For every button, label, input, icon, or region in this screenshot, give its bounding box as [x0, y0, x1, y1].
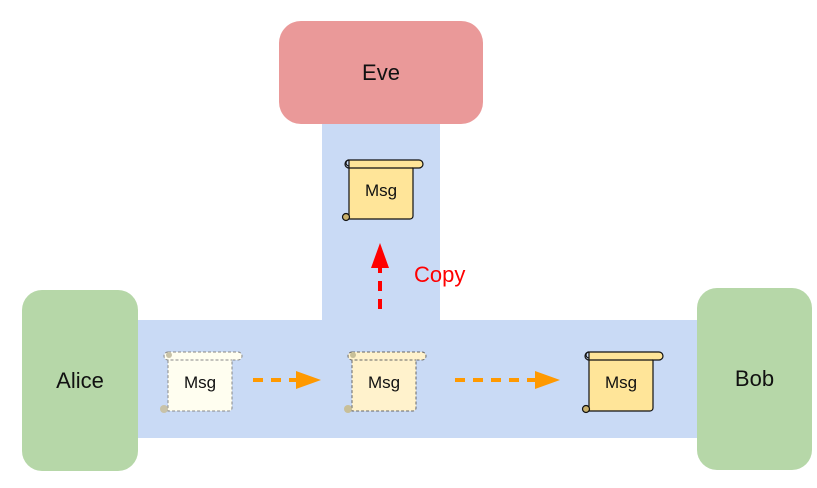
copy-arrow [371, 243, 389, 309]
eve-channel [322, 118, 440, 328]
message-scroll-transit [344, 351, 427, 413]
eve-label: Eve [362, 59, 400, 85]
message-label-bob: Msg [604, 373, 638, 392]
message-scroll-alice [160, 351, 243, 413]
transfer-arrow-2 [455, 371, 560, 389]
message-label-eve: Msg [364, 181, 398, 200]
message-label-alice: Msg [183, 373, 217, 392]
message-label-transit: Msg [367, 373, 401, 392]
transfer-arrow-1 [253, 371, 321, 389]
bob-node: Bob [697, 288, 812, 470]
message-scroll-bob [581, 351, 664, 414]
alice-node: Alice [22, 290, 138, 471]
bob-label: Bob [734, 366, 775, 391]
eve-node: Eve [279, 21, 483, 124]
copy-label: Copy [414, 262, 466, 287]
message-scroll-eve [341, 159, 424, 222]
alice-label: Alice [56, 367, 104, 393]
